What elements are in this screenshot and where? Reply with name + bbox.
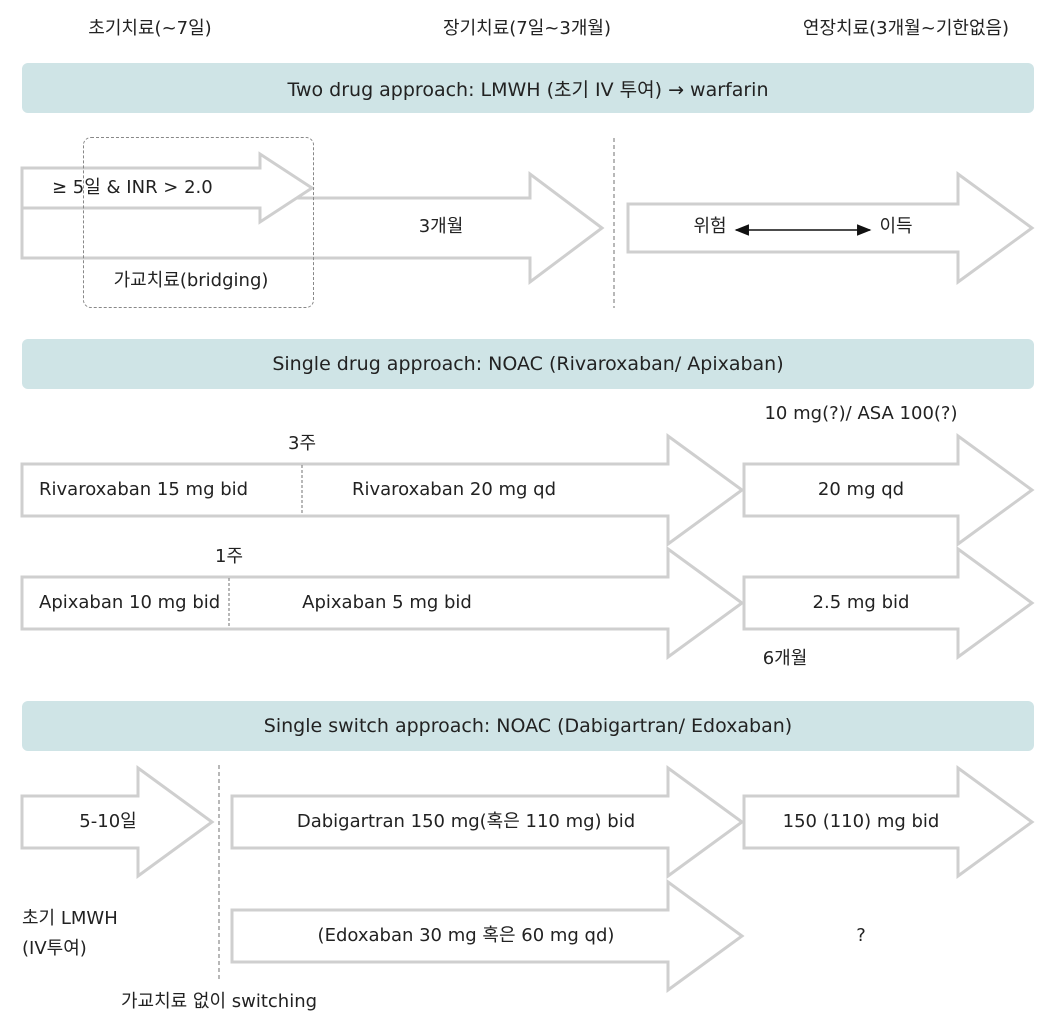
risk-label: 위험 — [693, 216, 727, 237]
arrow-dabigatran-extended — [742, 765, 1035, 879]
no-bridging-label: 가교치료 없이 switching — [120, 991, 318, 1012]
duration-3months-label: 3개월 — [418, 216, 464, 237]
bridging-bracket — [83, 137, 314, 308]
arrow-edoxaban — [230, 879, 745, 993]
six-months-label: 6개월 — [762, 648, 808, 669]
initial-iv-label: (IV투여) — [22, 938, 87, 959]
dabigatran-longterm-dose: Dabigartran 150 mg(혹은 110 mg) bid — [296, 811, 636, 832]
phase-initial-label: 초기치료(~7일) — [88, 18, 212, 39]
phase-extended-label: 연장치료(3개월~기한없음) — [802, 18, 1010, 39]
section3-title: Single switch approach: NOAC (Dabigartra… — [22, 701, 1034, 751]
arrow-rivaroxaban-extended — [742, 433, 1035, 547]
section2-title: Single drug approach: NOAC (Rivaroxaban/… — [22, 339, 1034, 389]
rivaroxaban-extended-dose: 20 mg qd — [817, 479, 905, 500]
arrow-dabigatran — [230, 765, 745, 879]
rivaroxaban-initial-dose: Rivaroxaban 15 mg bid — [39, 479, 249, 500]
apixaban-longterm-dose: Apixaban 5 mg bid — [302, 592, 472, 613]
arrow-apixaban-extended — [742, 546, 1035, 660]
arrow-initial-lmwh — [20, 151, 315, 225]
edoxaban-longterm-dose: (Edoxaban 30 mg 혹은 60 mg qd) — [317, 925, 615, 946]
apixaban-initial-dose: Apixaban 10 mg bid — [39, 592, 221, 613]
arrow-initial-lmwh-5-10days — [20, 765, 215, 879]
dabigatran-extended-dose: 150 (110) mg bid — [782, 811, 940, 832]
phase-long-term-label: 장기치료(7일~3개월) — [443, 18, 611, 39]
arrow-extended-warfarin — [626, 171, 1035, 285]
edoxaban-extended-dose: ? — [856, 925, 866, 946]
rivaroxaban-longterm-dose: Rivaroxaban 20 mg qd — [351, 479, 557, 500]
apixaban-switch-label: 1주 — [214, 546, 244, 567]
apixaban-extended-dose: 2.5 mg bid — [812, 592, 910, 613]
extended-dose-note: 10 mg(?)/ ASA 100(?) — [764, 403, 958, 424]
benefit-label: 이득 — [879, 216, 913, 237]
initial-days-label: 5-10일 — [79, 811, 137, 832]
initial-lmwh-label: 초기 LMWH — [22, 908, 118, 929]
arrow-rivaroxaban — [20, 433, 745, 547]
condition-label: ≥ 5일 & INR > 2.0 — [52, 177, 213, 198]
rivaroxaban-switch-label: 3주 — [287, 433, 317, 454]
section1-title: Two drug approach: LMWH (초기 IV 투여) → war… — [22, 63, 1034, 113]
bridging-label: 가교치료(bridging) — [113, 270, 269, 291]
arrow-apixaban — [20, 546, 745, 660]
